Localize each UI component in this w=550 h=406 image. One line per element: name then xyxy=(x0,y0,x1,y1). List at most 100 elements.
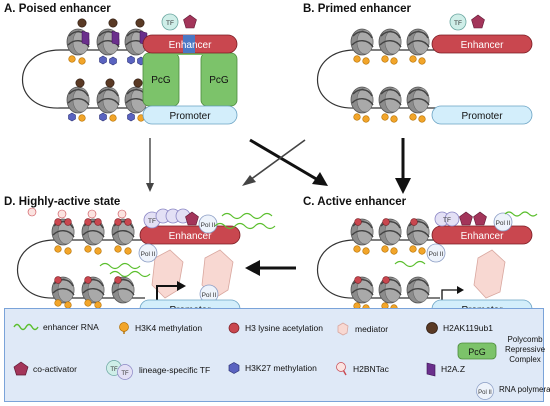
me-yellow-mark xyxy=(418,57,426,65)
me-yellow-mark xyxy=(68,55,76,63)
ub-mark xyxy=(77,18,87,28)
enhancer-bar xyxy=(139,225,241,245)
legend-pol2-label: RNA polymerase II xyxy=(499,385,550,394)
ub-icon xyxy=(426,322,438,334)
me-blue-mark xyxy=(68,112,76,122)
enhancer-label: Enhancer xyxy=(461,40,504,51)
enhancer-label: Enhancer xyxy=(169,231,212,242)
me-yellow-mark xyxy=(381,113,389,121)
legend-label: H2A.Z xyxy=(441,364,466,374)
me-yellow-mark xyxy=(362,57,370,65)
acetyl-mark xyxy=(54,276,62,284)
nucleosome xyxy=(406,86,430,114)
me-blue-mark xyxy=(99,55,107,65)
panel-b: Enhancer TF Promoter xyxy=(317,13,533,125)
me-blue-mark xyxy=(99,112,107,122)
panel-c: Enhancer TF Pol II Pol II Promoter xyxy=(317,211,538,310)
acetyl-mark xyxy=(382,218,390,226)
nucleosome xyxy=(406,218,430,246)
mediator xyxy=(473,249,506,299)
legend-label: lineage-specific TF xyxy=(139,365,211,375)
enhancer-label: Enhancer xyxy=(169,40,212,51)
legend-label: co-activator xyxy=(33,364,77,374)
enhancer-bar xyxy=(431,34,533,54)
acetyl-mark xyxy=(64,218,72,226)
tss-arrow xyxy=(156,285,178,300)
legend-pol2: Pol II xyxy=(475,381,499,401)
ub-mark xyxy=(135,18,145,28)
me-yellow-mark xyxy=(78,57,86,65)
pcg-label: PcG xyxy=(209,75,229,86)
me-blue-mark xyxy=(127,112,135,122)
me-yellow-mark xyxy=(94,247,102,255)
me-yellow-mark xyxy=(409,55,417,63)
coactivator xyxy=(471,14,485,29)
me-yellow-mark xyxy=(390,115,398,123)
h3-acetylation-icon xyxy=(228,322,240,334)
enhancer-label: Enhancer xyxy=(461,231,504,242)
tf-circle xyxy=(161,13,179,31)
panel-a: PcG PcG Enhancer TF Promoter xyxy=(22,13,238,125)
acetyl-mark xyxy=(382,276,390,284)
svg-text:Pol II: Pol II xyxy=(478,390,492,396)
enhancer-rna xyxy=(394,260,426,268)
promoter-label: Promoter xyxy=(461,305,503,310)
nucleosome xyxy=(378,28,402,56)
enhancer-rna xyxy=(99,262,141,270)
promoter-label: Promoter xyxy=(169,111,211,122)
me-yellow-mark xyxy=(353,245,361,253)
me-yellow-mark xyxy=(114,245,122,253)
promoter-bar xyxy=(431,105,533,125)
me-yellow-mark xyxy=(78,114,86,122)
legend-enhancer-rna: enhancer RNA xyxy=(13,321,99,333)
svg-text:Pol II: Pol II xyxy=(141,251,156,258)
me-yellow-mark xyxy=(124,247,132,255)
nucleosome xyxy=(66,86,90,114)
me-blue-mark xyxy=(127,55,135,65)
nucleosome xyxy=(350,86,374,114)
legend-label: H3 lysine acetylation xyxy=(245,323,323,333)
tf-circle xyxy=(449,13,467,31)
legend-h3k27: H3K27 methylation xyxy=(227,361,317,375)
acetyl-mark xyxy=(124,218,132,226)
nucleosome xyxy=(350,218,374,246)
svg-text:TF: TF xyxy=(454,20,462,27)
nucleosome xyxy=(378,276,402,304)
coactivator xyxy=(459,211,473,226)
promoter-bar xyxy=(142,105,238,125)
panel-a-title: A. Poised enhancer xyxy=(4,3,111,15)
tss-arrow xyxy=(441,289,458,300)
me-yellow-mark xyxy=(409,113,417,121)
acetyl-mark xyxy=(84,276,92,284)
acetyl-mark xyxy=(114,218,122,226)
acetyl-mark xyxy=(54,218,62,226)
pol2-icon: Pol II xyxy=(476,382,494,400)
legend-label: H3K27 methylation xyxy=(245,363,317,373)
panel-d: Enhancer TF Pol II Pol II Pol II Promote… xyxy=(17,207,276,310)
coactivator-icon xyxy=(13,361,29,376)
legend-pcg: PcG xyxy=(457,341,501,361)
coactivator xyxy=(183,14,197,29)
svg-text:TF: TF xyxy=(443,217,451,224)
enhancer-rna xyxy=(109,270,151,278)
nucleosome xyxy=(96,86,120,114)
mediator-icon xyxy=(337,322,349,336)
panel-c-title: C. Active enhancer xyxy=(303,196,407,208)
h3k27-methylation-icon xyxy=(228,362,240,374)
legend-label: H2AK119ub1 xyxy=(443,323,493,333)
me-yellow-mark xyxy=(390,247,398,255)
me-yellow-mark xyxy=(109,114,117,122)
coactivator xyxy=(473,211,487,226)
me-yellow-mark xyxy=(64,247,72,255)
dna-loop xyxy=(22,49,61,109)
legend-h2az: H2A.Z xyxy=(425,361,465,377)
legend-pcg-complex: Polycomb Repressive Complex xyxy=(505,335,546,364)
svg-text:TF: TF xyxy=(110,367,118,373)
enhancer-rna xyxy=(504,211,538,217)
svg-text:Pol II: Pol II xyxy=(201,222,216,229)
me-blue-mark xyxy=(109,56,117,66)
svg-text:PcG: PcG xyxy=(468,347,486,357)
pol2-circle xyxy=(426,243,446,263)
